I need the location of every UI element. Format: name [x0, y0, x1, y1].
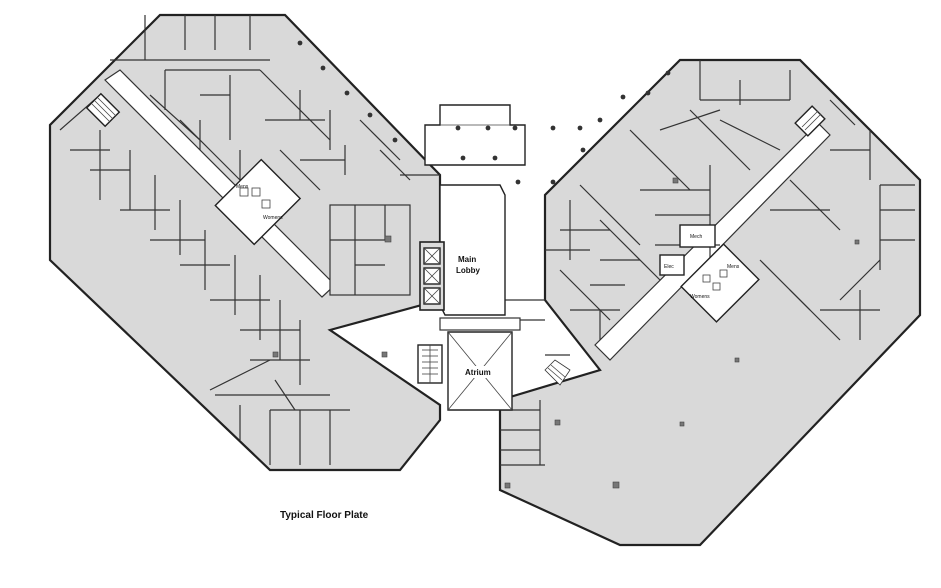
- lobby-connector: [439, 317, 521, 331]
- mech-room: [679, 224, 716, 248]
- stair-atrium: [544, 359, 571, 386]
- elec-room: [659, 254, 685, 276]
- mens-label-left: Mens: [236, 184, 249, 190]
- womens-label-left: Womens: [263, 215, 283, 221]
- stair-right: [794, 105, 826, 137]
- floor-plate-caption: Typical Floor Plate: [280, 510, 369, 521]
- main-lobby-label-line1: Main: [458, 255, 476, 264]
- atrium-label: Atrium: [465, 368, 491, 377]
- main-lobby-label-line2: Lobby: [456, 266, 481, 275]
- exterior-columns: [297, 40, 671, 185]
- right-wing: Mech Elec Mens Womens: [498, 58, 922, 547]
- stair-center: [417, 344, 443, 384]
- stair-left: [85, 92, 121, 128]
- mens-label-right: Mens: [727, 264, 740, 270]
- left-wing: Mens Womens: [48, 13, 442, 472]
- mech-label: Mech: [690, 234, 702, 240]
- main-lobby: [439, 184, 506, 316]
- elevator-bank: [419, 241, 445, 311]
- central-core: Main Lobby Atrium: [417, 104, 526, 411]
- elec-label: Elec: [664, 264, 674, 270]
- entry-canopy: [424, 104, 526, 166]
- atrium-label-bg: [462, 366, 498, 378]
- womens-label-right: Womens: [690, 294, 710, 300]
